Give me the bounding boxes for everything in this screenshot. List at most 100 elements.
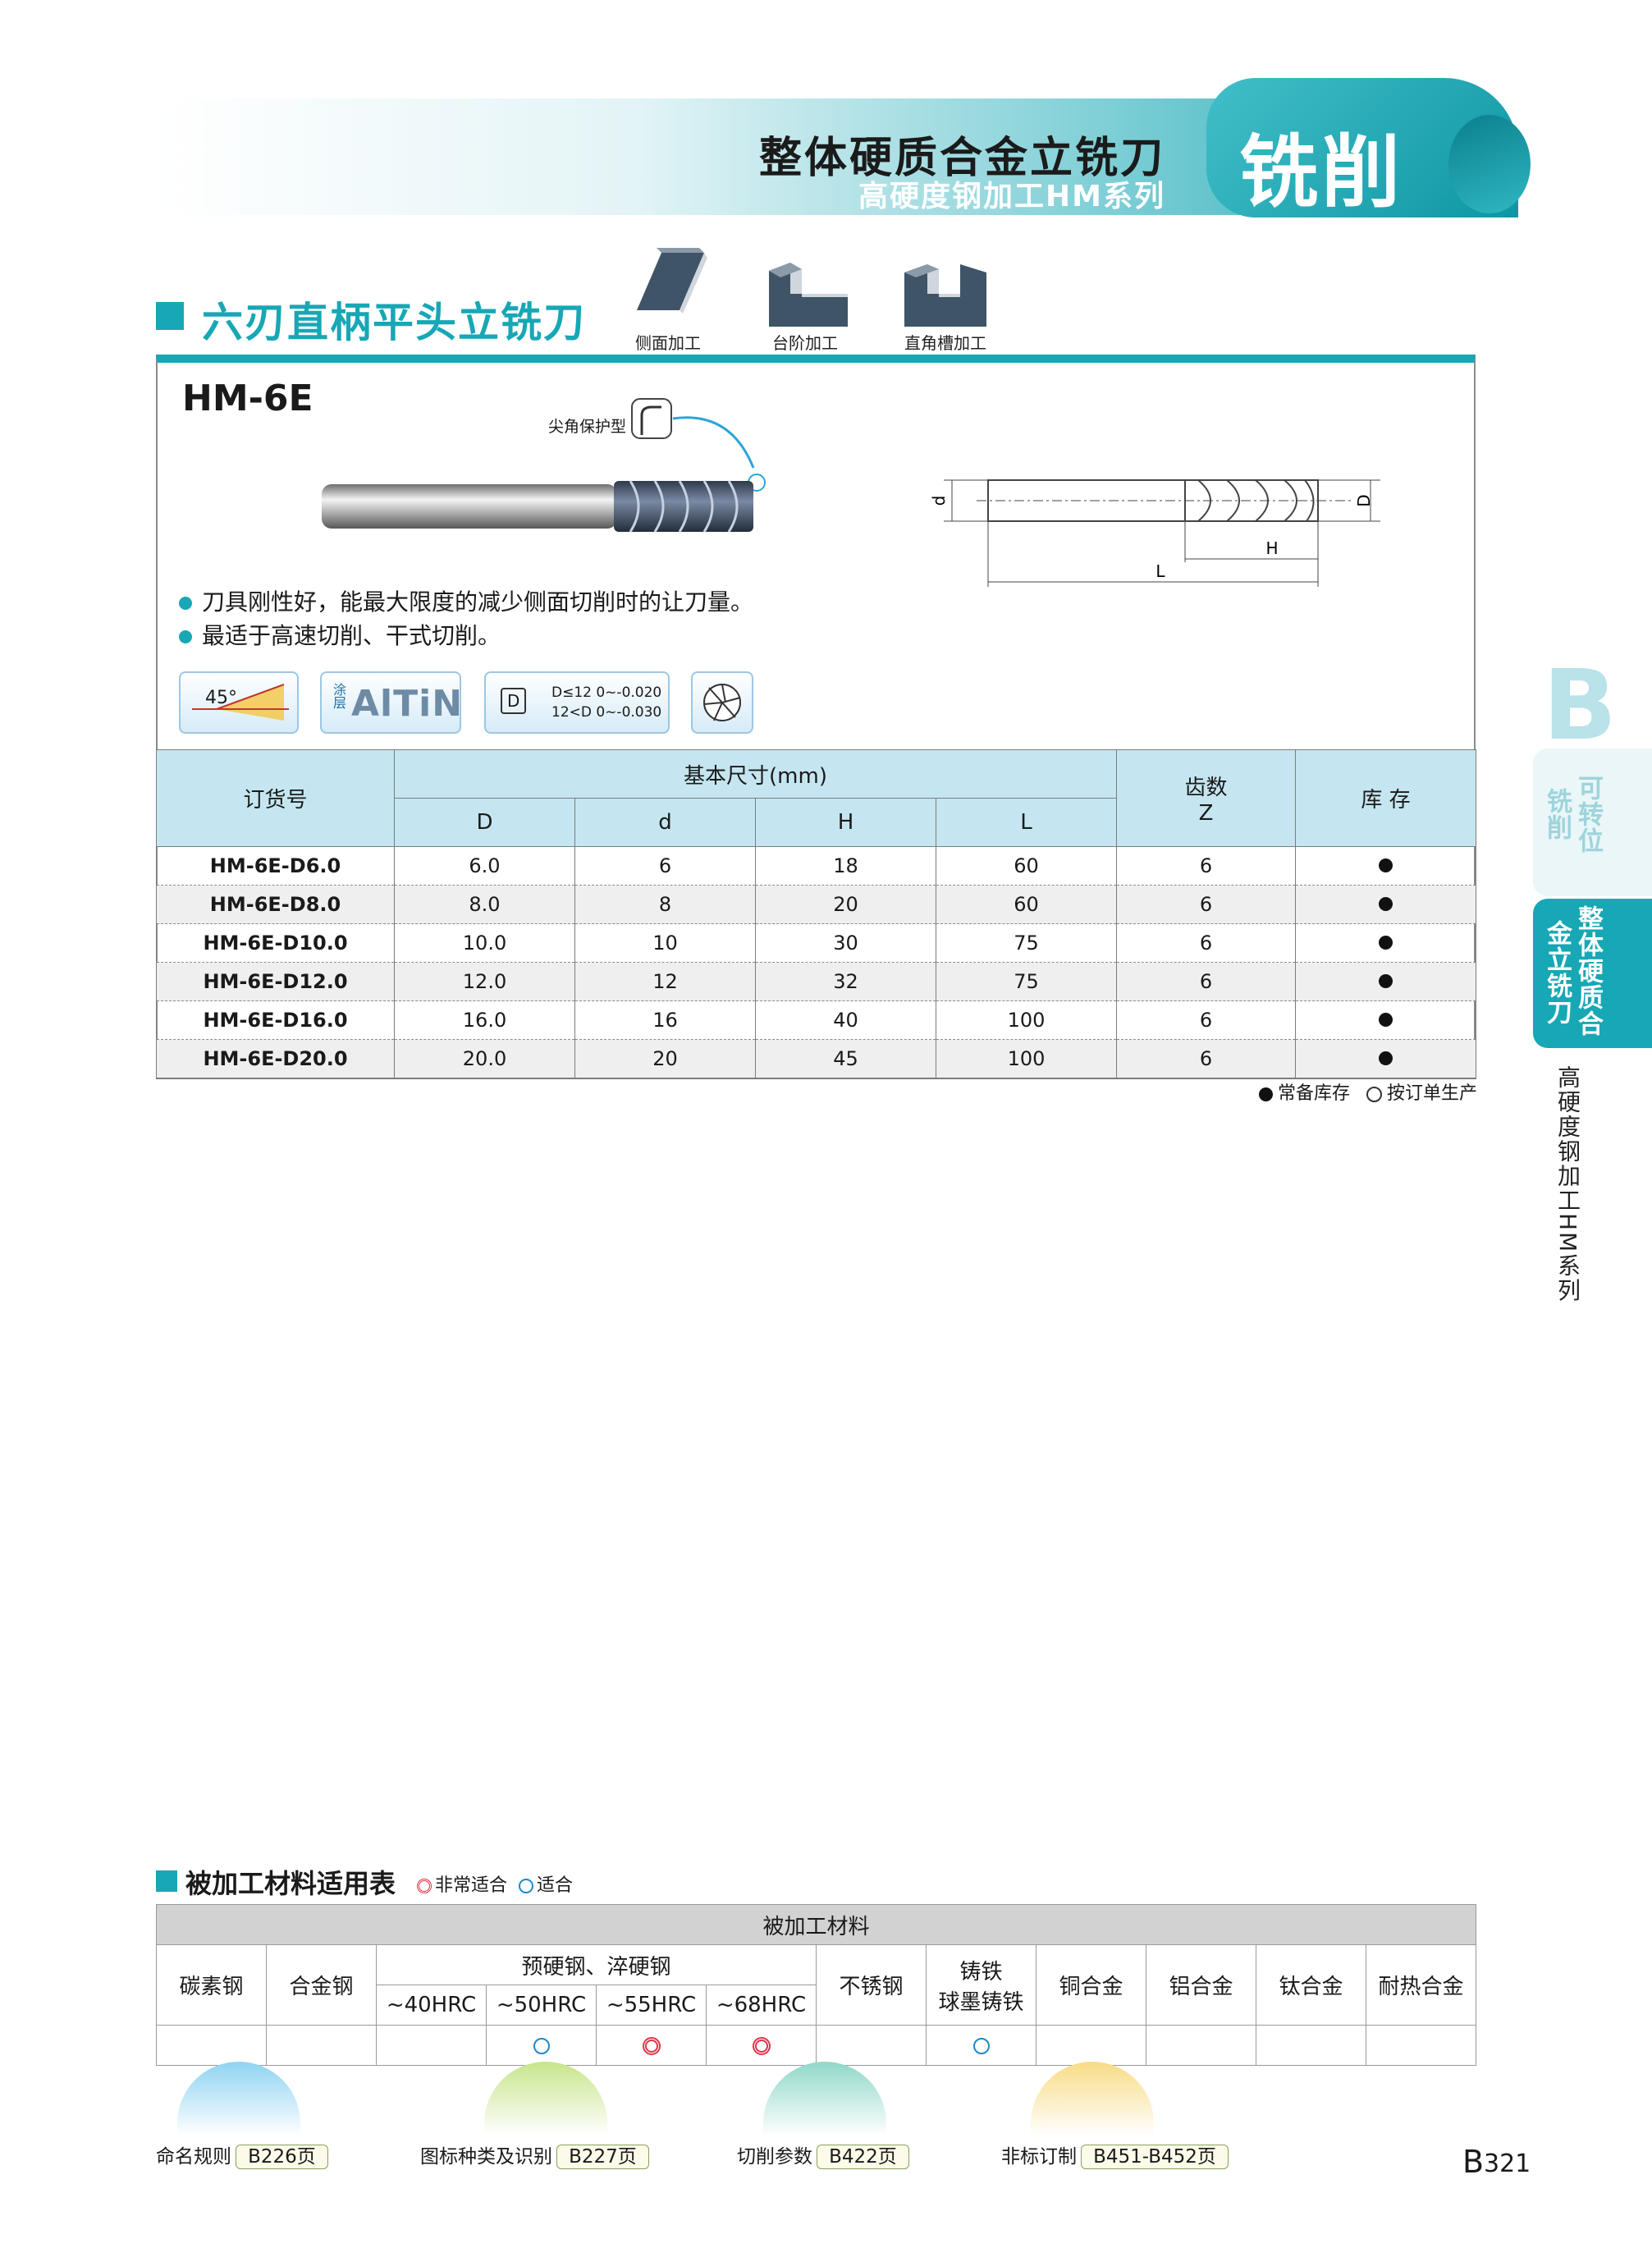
nav-link-icons[interactable]: 图标种类及识别 B227页 <box>420 2140 649 2169</box>
in-stock-dot-icon <box>1379 1051 1393 1065</box>
operation-label-side: 侧面加工 <box>635 333 701 353</box>
suit-cell <box>1256 2025 1366 2066</box>
suit-cell <box>486 2025 597 2066</box>
suit-cell <box>1365 2025 1477 2066</box>
suit-cell <box>816 2025 927 2066</box>
nav-link-cutting[interactable]: 切削参数 B422页 <box>737 2140 909 2169</box>
col-header-flutes: 齿数 Z <box>1116 749 1297 847</box>
cell-stock <box>1295 885 1477 924</box>
mat-col-cast-iron-1: 铸铁 <box>959 1959 1003 1985</box>
cell-code: HM-6E-D6.0 <box>156 846 395 886</box>
table-row: HM-6E-D6.0 6.0 6 18 60 6 <box>156 846 1477 886</box>
in-stock-dot-icon <box>1379 974 1393 988</box>
side-tab1-col2: 铣削 <box>1542 788 1572 840</box>
nav-arc-naming <box>177 2062 300 2136</box>
cell-H: 40 <box>755 1000 936 1040</box>
in-stock-legend-icon <box>1258 1087 1273 1101</box>
nav-page-ref[interactable]: B451-B452页 <box>1081 2145 1229 2169</box>
table-row: HM-6E-D10.0 10.0 10 30 75 6 <box>156 923 1477 963</box>
tolerance-symbol: D <box>501 688 527 714</box>
very-suitable-icon <box>752 2036 771 2055</box>
mat-col-hrc40: ~40HRC <box>376 1985 487 2026</box>
col-header-stock: 库 存 <box>1295 749 1477 847</box>
in-stock-dot-icon <box>1379 897 1393 911</box>
side-tab2-col1: 整体硬质合 <box>1573 905 1603 1037</box>
cell-stock <box>1295 1039 1477 1079</box>
table-row: HM-6E-D8.0 8.0 8 20 60 6 <box>156 885 1477 924</box>
cell-code: HM-6E-D8.0 <box>156 885 395 924</box>
mat-col-heat-resistant: 耐热合金 <box>1365 1944 1477 2026</box>
operation-label-slot: 直角槽加工 <box>904 333 986 353</box>
cell-Z: 6 <box>1116 885 1297 924</box>
legend-in-stock: 常备库存 <box>1277 1083 1350 1104</box>
six-flute-icon <box>703 684 741 721</box>
col-header-L: L <box>935 798 1118 847</box>
cell-stock <box>1295 962 1477 1001</box>
suit-cell <box>706 2025 817 2066</box>
cell-D: 6.0 <box>394 846 575 886</box>
cell-L: 75 <box>935 923 1118 963</box>
cell-Z: 6 <box>1116 923 1297 963</box>
slot-milling-icon <box>904 264 986 327</box>
mat-col-alloy: 合金钢 <box>266 1944 377 2026</box>
dim-label-L: L <box>1155 561 1165 581</box>
nav-page-ref[interactable]: B422页 <box>817 2145 909 2169</box>
feature-item: 最适于高速切削、干式切削。 <box>179 618 501 651</box>
table-row: HM-6E-D20.0 20.0 20 45 100 6 <box>156 1039 1477 1079</box>
in-stock-dot-icon <box>1379 858 1393 872</box>
cell-D: 8.0 <box>394 885 575 924</box>
suit-cell <box>1146 2025 1256 2066</box>
cell-D: 16.0 <box>394 1000 575 1040</box>
materials-table: 被加工材料 碳素钢 合金钢 预硬钢、淬硬钢 不锈钢 铸铁 球墨铸铁 铜合金 铝合… <box>155 1904 1477 2066</box>
dimension-drawing: d D H L <box>929 479 1380 587</box>
tolerance-badge: D D≤12 0~-0.020 12<D 0~-0.030 <box>484 671 670 734</box>
mat-col-aluminum: 铝合金 <box>1146 1944 1256 2026</box>
col-header-flutes-label: 齿数 <box>1184 776 1228 800</box>
coating-label: 涂层 <box>331 683 346 709</box>
side-tab-solid-carbide-endmill[interactable]: 整体硬质合 金立铣刀 <box>1533 899 1652 1048</box>
in-stock-dot-icon <box>1379 936 1393 950</box>
nav-page-ref[interactable]: B227页 <box>556 2145 649 2169</box>
col-header-D: D <box>394 798 575 847</box>
step-milling-icon <box>769 263 848 327</box>
corner-protection-label: 尖角保护型 <box>548 418 627 436</box>
nav-arc-custom <box>1031 2062 1154 2136</box>
suit-cell <box>596 2025 707 2066</box>
side-tab1-col1: 可转位 <box>1573 775 1603 854</box>
page-subtitle: 高硬度钢加工HM系列 <box>858 180 1165 213</box>
side-tab-indexable-milling[interactable]: 可转位 铣削 <box>1533 749 1652 896</box>
cell-D: 10.0 <box>394 923 575 963</box>
col-header-flutes-symbol: Z <box>1198 801 1214 826</box>
cell-code: HM-6E-D16.0 <box>156 1000 395 1040</box>
flute-count-badge <box>691 671 753 734</box>
operation-label-step: 台阶加工 <box>772 333 838 353</box>
nav-link-custom[interactable]: 非标订制 B451-B452页 <box>1001 2140 1229 2169</box>
nav-arc-cutting <box>763 2062 886 2136</box>
cell-d: 12 <box>574 962 756 1001</box>
cell-D: 20.0 <box>394 1039 575 1079</box>
cell-Z: 6 <box>1116 1039 1297 1079</box>
cell-L: 75 <box>935 962 1118 1001</box>
cell-H: 20 <box>755 885 936 924</box>
cell-Z: 6 <box>1116 846 1297 886</box>
cell-d: 20 <box>574 1039 756 1079</box>
side-series-label: 高硬度钢加工HM系列 <box>1554 1065 1581 1303</box>
cell-d: 16 <box>574 1000 756 1040</box>
cell-L: 60 <box>935 885 1118 924</box>
nav-page-ref[interactable]: B226页 <box>236 2145 328 2169</box>
legend-suitable: 适合 <box>537 1875 574 1896</box>
suit-cell <box>266 2025 377 2066</box>
suitable-icon <box>533 2037 550 2054</box>
page-number: 321 <box>1484 2149 1531 2178</box>
tolerance-line-1: D≤12 0~-0.020 <box>551 684 662 701</box>
mat-col-carbon: 碳素钢 <box>156 1944 267 2026</box>
stock-legend: 常备库存按订单生产 <box>1227 1078 1477 1105</box>
suitability-row <box>156 2025 1477 2066</box>
dim-label-d: d <box>929 496 949 506</box>
table-row: HM-6E-D16.0 16.0 16 40 100 6 <box>156 1000 1477 1040</box>
cell-Z: 6 <box>1116 1000 1297 1040</box>
nav-link-naming[interactable]: 命名规则 B226页 <box>156 2140 328 2169</box>
cell-L: 100 <box>935 1039 1118 1079</box>
suitable-icon <box>519 1879 534 1893</box>
mat-col-hrc68: ~68HRC <box>706 1985 817 2026</box>
